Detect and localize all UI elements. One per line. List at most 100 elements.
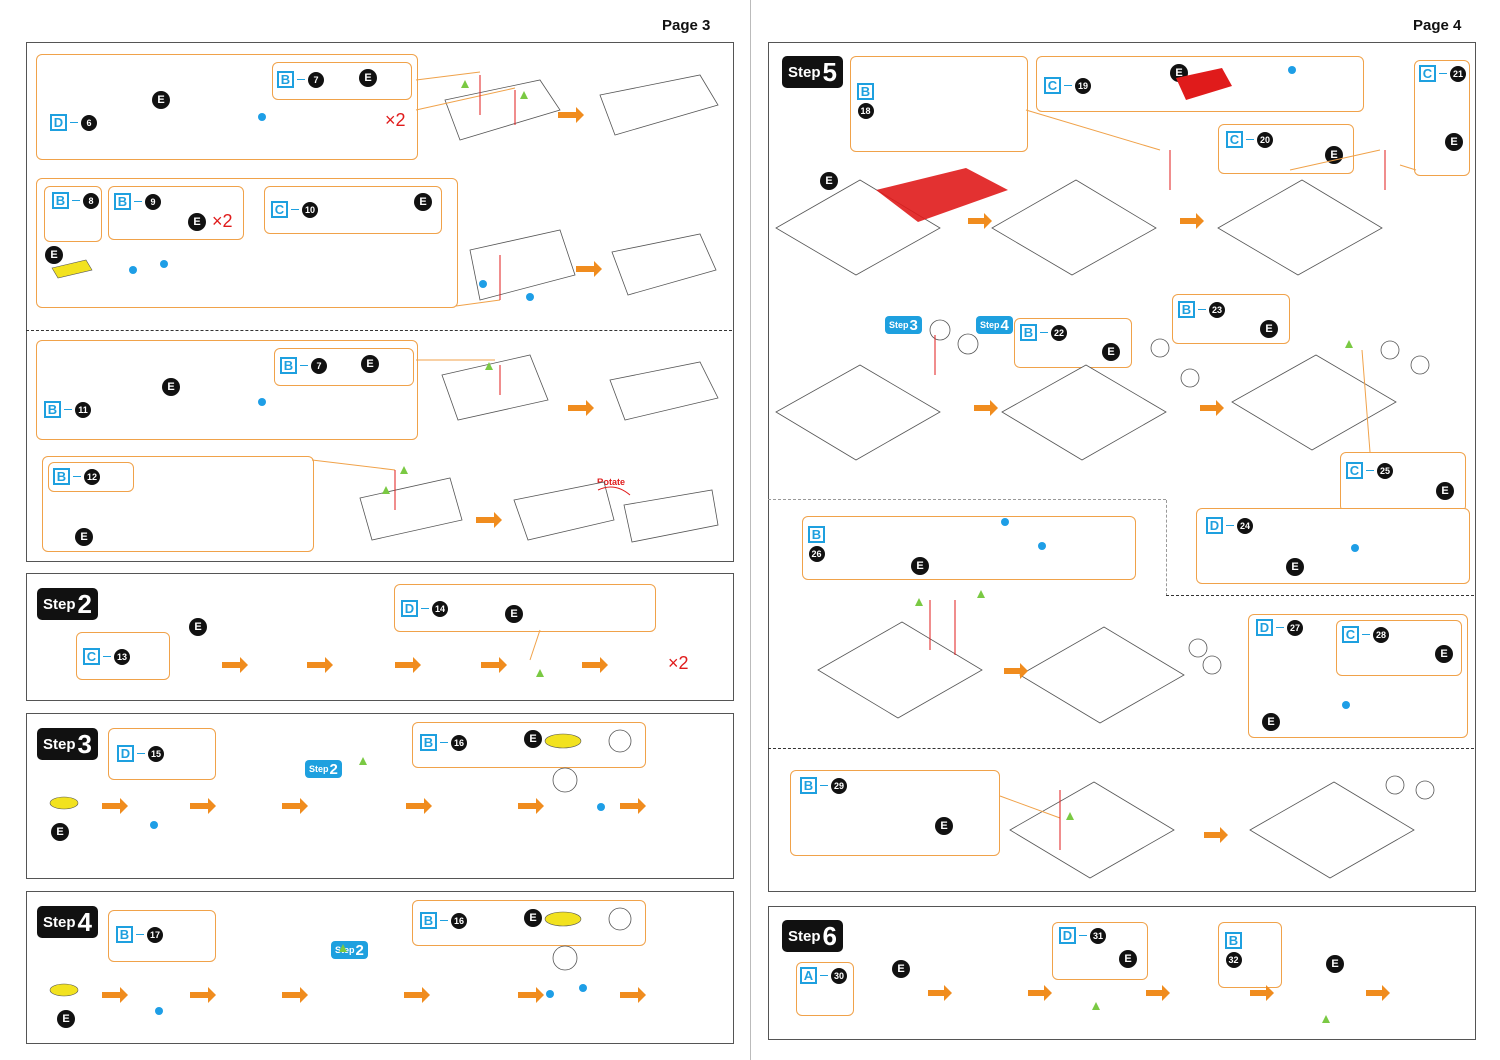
step-number: 3 <box>77 729 92 759</box>
quantity-multiplier: ×2 <box>385 110 406 130</box>
part-number: 9 <box>145 193 161 210</box>
step-prefix: Step <box>43 735 76 753</box>
glue-tool-badge: E <box>45 246 63 264</box>
step-number: 2 <box>329 760 338 778</box>
quantity-multiplier: ×2 <box>212 211 233 231</box>
part-label-18: B 18 <box>857 83 874 119</box>
part-label-22: B 22 <box>1020 324 1067 341</box>
sheet-letter: D <box>1206 517 1223 534</box>
part-number: 24 <box>1237 517 1253 534</box>
page-divider <box>750 0 751 1060</box>
sheet-letter: C <box>1044 77 1061 94</box>
part-number: 10 <box>302 201 318 218</box>
sheet-letter: C <box>1226 131 1243 148</box>
part-label-24: D 24 <box>1206 517 1253 534</box>
part-number: 14 <box>432 600 448 617</box>
glue-tool-badge: E <box>57 1010 75 1028</box>
part-number: 30 <box>831 967 847 984</box>
part-label-14: D 14 <box>401 600 448 617</box>
part-label-26: B 26 <box>808 526 825 562</box>
sheet-letter: B <box>277 71 294 88</box>
glue-tool-badge: E <box>911 557 929 575</box>
section-divider <box>768 499 1166 500</box>
part-label-23: B 23 <box>1178 301 1225 318</box>
part-label-27: D 27 <box>1256 619 1303 636</box>
glue-tool-badge: E <box>892 960 910 978</box>
part-label-21: C 21 <box>1419 65 1466 82</box>
step-prefix: Step <box>788 63 821 81</box>
part-number: 19 <box>1075 77 1091 94</box>
part-label-8: B 8 <box>52 192 99 209</box>
sheet-letter: B <box>800 777 817 794</box>
rotate-label: Rotate <box>597 477 626 487</box>
step-prefix: Step <box>43 913 76 931</box>
glue-tool-badge: E <box>1119 950 1137 968</box>
sheet-letter: A <box>800 967 817 984</box>
glue-tool-badge: E <box>1445 133 1463 151</box>
glue-tool-badge: E <box>505 605 523 623</box>
sheet-letter: C <box>1342 626 1359 643</box>
part-number: 25 <box>1377 462 1393 479</box>
sheet-letter: D <box>1256 619 1273 636</box>
subassembly-box-14 <box>394 584 656 632</box>
glue-tool-badge: E <box>162 378 180 396</box>
part-number: 28 <box>1373 626 1389 643</box>
glue-tool-badge: E <box>935 817 953 835</box>
step-number: 6 <box>822 921 837 951</box>
part-number: 18 <box>857 103 874 119</box>
section-divider <box>768 748 1474 749</box>
glue-tool-badge: E <box>524 909 542 927</box>
part-number: 7 <box>308 71 324 88</box>
glue-tool-badge: E <box>1326 955 1344 973</box>
sheet-letter: B <box>808 526 825 543</box>
glue-tool-badge: E <box>1435 645 1453 663</box>
sheet-letter: C <box>1419 65 1436 82</box>
part-label-17: B 17 <box>116 926 163 943</box>
part-number: 29 <box>831 777 847 794</box>
part-number: 17 <box>147 926 163 943</box>
glue-tool-badge: E <box>75 528 93 546</box>
sheet-letter: D <box>50 114 67 131</box>
part-number: 13 <box>114 648 130 665</box>
glue-tool-badge: E <box>1436 482 1454 500</box>
part-label-16b: B 16 <box>420 912 467 929</box>
step-number: 2 <box>77 589 92 619</box>
part-label-10: C 10 <box>271 201 318 218</box>
subassembly-box-6 <box>36 54 418 160</box>
subassembly-box-26 <box>802 516 1136 580</box>
part-label-29: B 29 <box>800 777 847 794</box>
subassembly-box-24 <box>1196 508 1470 584</box>
sheet-letter: B <box>52 192 69 209</box>
quantity-multiplier: ×2 <box>668 653 689 673</box>
part-label-13: C 13 <box>83 648 130 665</box>
part-number: 12 <box>84 468 100 485</box>
part-label-28: C 28 <box>1342 626 1389 643</box>
sheet-letter: B <box>116 926 133 943</box>
glue-tool-badge: E <box>524 730 542 748</box>
glue-tool-badge: E <box>1102 343 1120 361</box>
sheet-letter: B <box>857 83 874 100</box>
sheet-letter: B <box>1225 932 1242 949</box>
sheet-letter: C <box>83 648 100 665</box>
step-prefix: Step <box>788 927 821 945</box>
glue-tool-badge: E <box>414 193 432 211</box>
glue-tool-badge: E <box>1286 558 1304 576</box>
sheet-letter: C <box>1346 462 1363 479</box>
sheet-letter: D <box>401 600 418 617</box>
part-number: 16 <box>451 912 467 929</box>
subassembly-box-7b <box>274 348 414 386</box>
subassembly-box-18 <box>850 56 1028 152</box>
part-number: 16 <box>451 734 467 751</box>
sheet-letter: B <box>420 734 437 751</box>
step-prefix: Step <box>43 595 76 613</box>
part-label-6: D 6 <box>50 114 97 131</box>
glue-tool-badge: E <box>361 355 379 373</box>
part-label-15: D 15 <box>117 745 164 762</box>
part-number: 8 <box>83 192 99 209</box>
part-label-7: B 7 <box>277 71 324 88</box>
